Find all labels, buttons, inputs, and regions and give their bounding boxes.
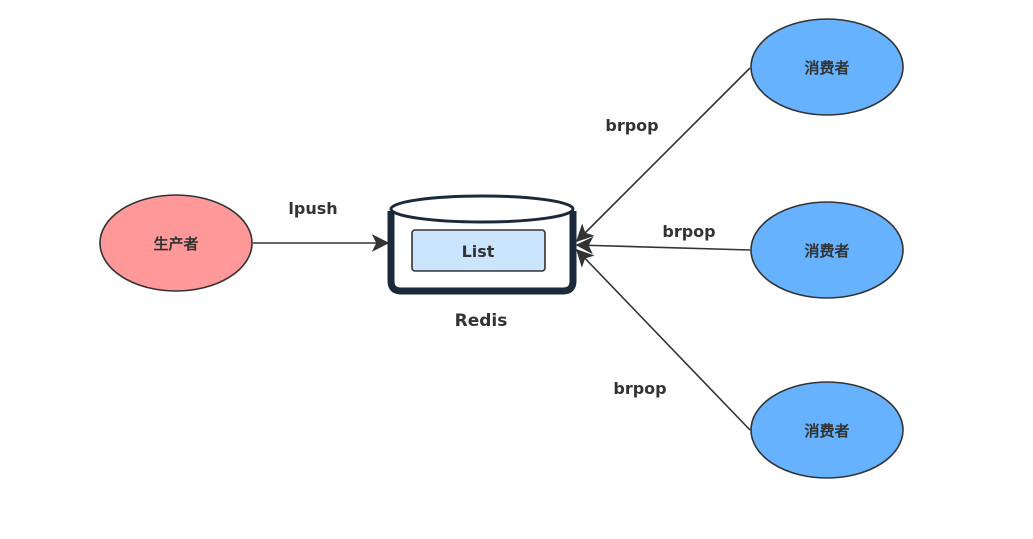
producer-node[interactable]: 生产者 xyxy=(99,194,253,292)
list-box xyxy=(411,229,546,272)
consumer-label-3: 消费者 xyxy=(804,422,849,440)
redis-node[interactable]: List xyxy=(387,194,577,295)
edge-label-brpop-3: brpop xyxy=(613,379,666,398)
edge-brpop-2 xyxy=(575,236,751,255)
edge-label-brpop-1: brpop xyxy=(605,116,658,135)
edge-brpop-3 xyxy=(575,248,751,431)
edges xyxy=(253,67,751,431)
consumer-label-1: 消费者 xyxy=(804,59,849,77)
redis-container-lid xyxy=(389,194,575,224)
list-label: List xyxy=(462,242,495,261)
edge-brpop-1 xyxy=(575,67,751,243)
producer-label: 生产者 xyxy=(153,235,198,253)
redis-caption: Redis xyxy=(455,311,508,331)
consumer-node-2[interactable]: 消费者 xyxy=(750,201,904,299)
consumer-node-3[interactable]: 消费者 xyxy=(750,381,904,479)
edge-label-lpush: lpush xyxy=(288,199,337,218)
consumer-label-2: 消费者 xyxy=(804,242,849,260)
consumer-node-1[interactable]: 消费者 xyxy=(750,18,904,116)
edge-label-brpop-2: brpop xyxy=(662,222,715,241)
